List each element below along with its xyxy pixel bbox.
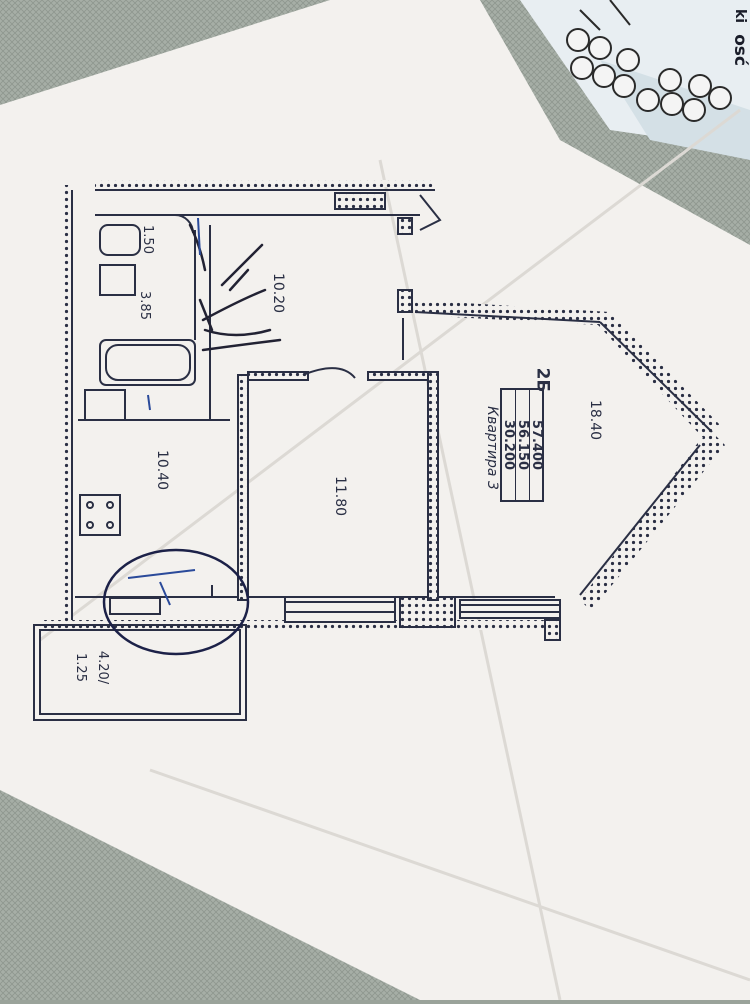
room-area-kitchen: 10.40 [154,449,171,491]
brochure-illustration [566,28,732,122]
room-area-bathroom: 3.85 [136,291,152,320]
room-area-bedroom: 11.80 [332,475,349,517]
room-area-living: 18.40 [587,399,604,441]
brochure [520,0,750,160]
brochure-text-2: ki [732,8,749,24]
room-area-wc: 1.50 [139,225,155,254]
pen-marks [188,223,282,352]
blue-ink-marks [127,217,201,606]
brochure-text-1: osć [729,34,750,66]
circled-area [102,548,250,656]
balcony-area-1: 4.20/ [95,650,111,685]
room-area-hallway: 10.20 [270,272,287,314]
apartment-area-table: 30.200 56.150 57.400 [500,388,544,502]
area-value: 30.200 [501,390,516,500]
balcony-area-2: 1.25 [72,653,88,682]
floor-plan [33,180,725,721]
area-value: 56.150 [515,390,530,500]
apartment-name: Квартира 3 [483,406,500,490]
area-value: 57.400 [529,419,544,471]
